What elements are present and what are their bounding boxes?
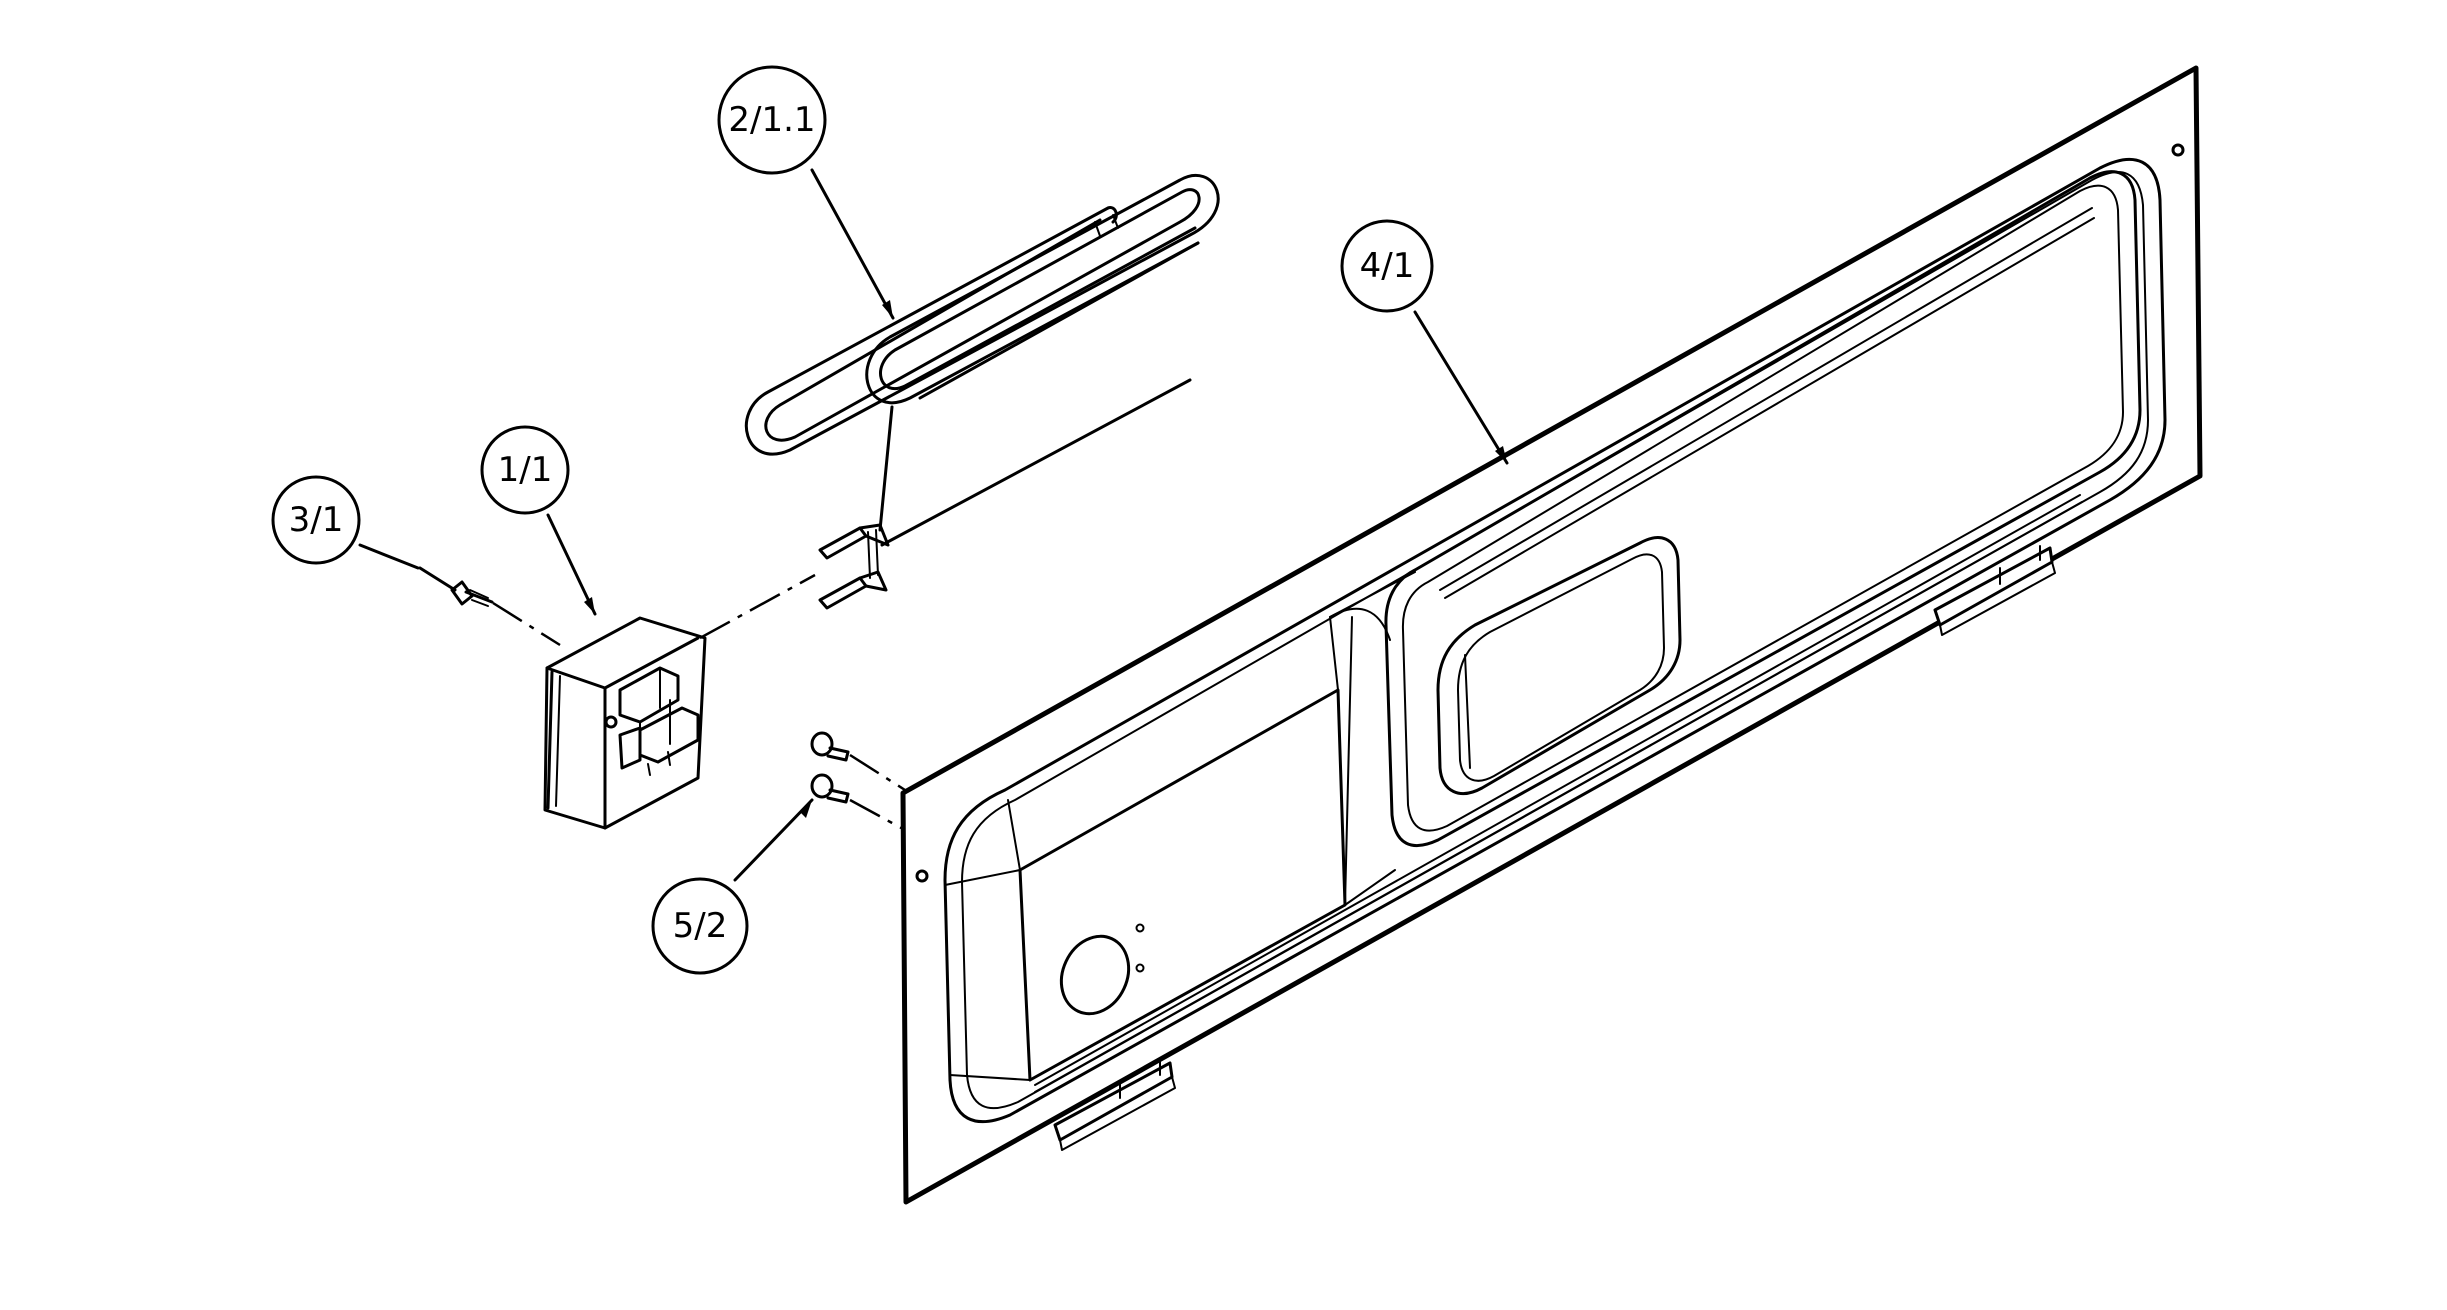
- callout-switch-housing: 1/1: [480, 425, 597, 616]
- bolts-part: [810, 731, 850, 804]
- callout-panel: 4/1: [1340, 219, 1509, 465]
- callout-label-3-1: 3/1: [289, 500, 344, 540]
- control-panel-part: [900, 65, 2203, 1205]
- switch-housing-part: [543, 616, 707, 830]
- callout-heating-element: 2/1.1: [717, 65, 895, 320]
- callout-bolts: 5/2: [651, 798, 814, 975]
- assembly-lines: [492, 573, 906, 832]
- callout-label-1-1: 1/1: [498, 450, 553, 490]
- screw-part: [418, 566, 494, 607]
- heating-element-part: [744, 173, 1220, 610]
- callout-label-5-2: 5/2: [673, 906, 728, 946]
- callout-screw: 3/1: [271, 475, 420, 570]
- callout-label-2-1-1: 2/1.1: [728, 100, 815, 140]
- callout-label-4-1: 4/1: [1360, 246, 1415, 286]
